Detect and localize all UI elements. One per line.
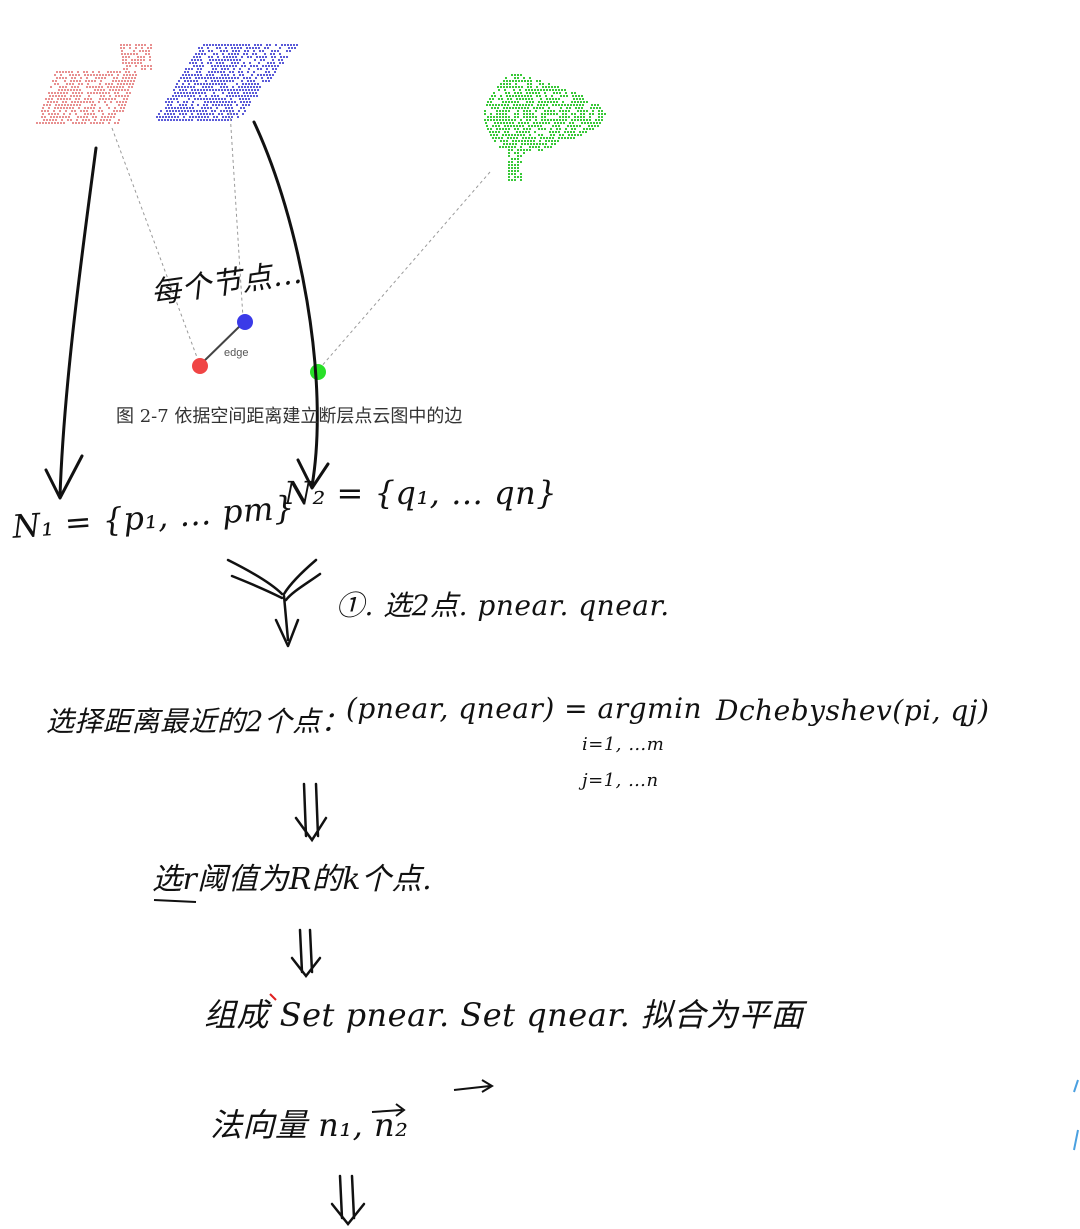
right-long-arrow bbox=[252, 120, 319, 488]
edge-line bbox=[199, 321, 245, 366]
down-arrow-3 bbox=[330, 1174, 366, 1227]
red-point-cloud bbox=[36, 44, 152, 124]
merge-arrow bbox=[226, 558, 322, 642]
right-edge-mark bbox=[1073, 1079, 1079, 1151]
step1-range-j: j=1, …n bbox=[582, 770, 659, 791]
step1-distance: Dchebyshev(pi, qj) bbox=[716, 694, 990, 727]
set-n2: N₂ = {q₁, … qn} bbox=[284, 474, 558, 512]
figure-caption: 图 2-7 依据空间距离建立断层点云图中的边 bbox=[116, 406, 463, 427]
n2-vector-arrow bbox=[453, 1079, 494, 1093]
left-long-arrow bbox=[58, 146, 98, 498]
step2-radius-points: 选r阈值为R的k个点. bbox=[152, 862, 433, 897]
step3-fit-plane: 组成 Set pnear. Set qnear. 拟合为平面 bbox=[204, 996, 804, 1034]
step0-select-points: ①. 选2点. pnear. qnear. bbox=[336, 589, 670, 622]
red-node bbox=[192, 358, 208, 374]
down-arrow-1 bbox=[294, 782, 328, 843]
red-tick-mark bbox=[269, 993, 277, 1001]
down-arrow-2 bbox=[290, 928, 322, 979]
blue-connector-line bbox=[229, 111, 244, 319]
right-long-arrow-head bbox=[296, 458, 330, 490]
red-connector-line bbox=[111, 127, 199, 361]
merge-arrow-head bbox=[274, 618, 300, 648]
green-connector-line bbox=[319, 171, 491, 369]
blue-node bbox=[237, 314, 253, 330]
edge-label: edge bbox=[224, 347, 248, 359]
step1-formula: (pnear, qnear) = argmin bbox=[346, 692, 703, 725]
green-node bbox=[310, 364, 326, 380]
step2-underline bbox=[153, 899, 197, 903]
blue-point-cloud bbox=[156, 44, 298, 121]
step4-normal-vectors: 法向量 n₁, n₂ bbox=[210, 1106, 409, 1144]
n1-vector-arrow bbox=[371, 1103, 406, 1117]
step1-label: 选择距离最近的2个点： bbox=[46, 705, 350, 738]
step1-range-i: i=1, …m bbox=[582, 734, 665, 755]
green-point-cloud bbox=[484, 74, 606, 181]
left-long-arrow-head bbox=[44, 454, 84, 500]
